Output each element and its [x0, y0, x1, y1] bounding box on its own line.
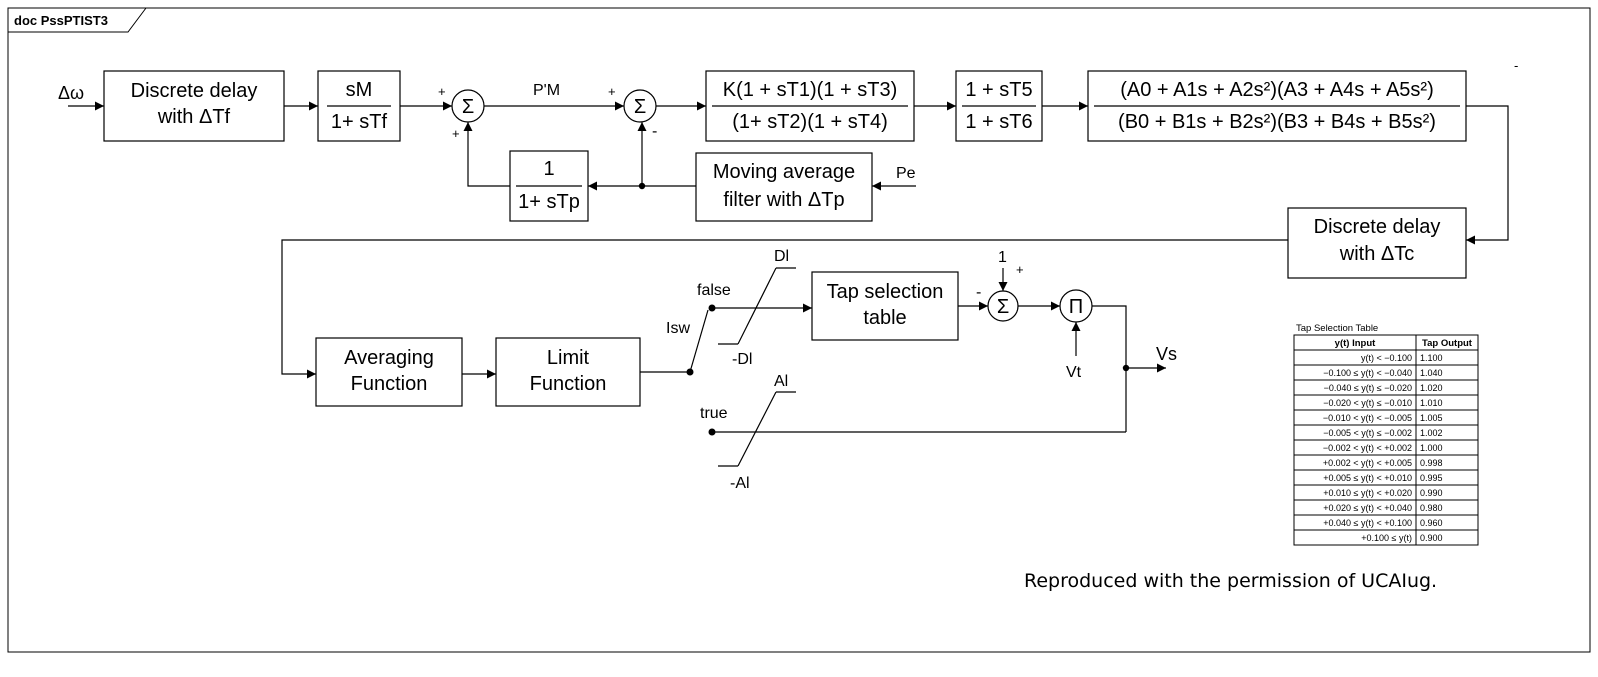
tap-table-cell-output: 0.900 [1420, 533, 1443, 543]
tap-table-title: Tap Selection Table [1296, 323, 1378, 334]
big-tf-den: (B0 + B1s + B2s²)(B3 + B4s + B5s²) [1118, 111, 1436, 133]
tap-sel-line1: Tap selection [827, 281, 944, 303]
isw-label: Isw [666, 320, 690, 337]
tap-selection-table: y(t) Input Tap Output y(t) < −0.100 1.100 −0… [1293, 334, 1479, 546]
big-tf-num: (A0 + A1s + A2s²)(A3 + A4s + A5s²) [1120, 79, 1434, 101]
tap-table-cell-output: 1.002 [1420, 428, 1443, 438]
p-prime-m-label: P'M [533, 82, 560, 99]
limit-line1: Limit [547, 347, 590, 369]
sum2-sigma: Σ [634, 96, 646, 118]
averaging-line1: Averaging [344, 347, 434, 369]
tap-table-cell-input: −0.005 < y(t) ≤ −0.002 [1323, 428, 1412, 438]
tap-table-cell-output: 0.960 [1420, 518, 1443, 528]
tap-table-cell-output: 0.980 [1420, 503, 1443, 513]
vs-label: Vs [1156, 344, 1177, 364]
tf-tp-num: 1 [543, 158, 554, 180]
moving-avg-line1: Moving average [713, 161, 855, 183]
tap-table-cell-input: +0.002 < y(t) < +0.005 [1323, 458, 1412, 468]
tap-table-cell-output: 0.998 [1420, 458, 1443, 468]
tap-table-cell-input: +0.005 ≤ y(t) < +0.010 [1323, 473, 1412, 483]
tap-table-cell-input: −0.100 ≤ y(t) < −0.040 [1323, 368, 1412, 378]
tf-t5-den: 1 + sT6 [965, 111, 1032, 133]
tf-sm-num: sM [346, 79, 373, 101]
al-limiter-slope [737, 391, 777, 467]
tap-table-cell-input: +0.100 ≤ y(t) [1361, 533, 1412, 543]
moving-avg-block [695, 152, 873, 222]
tap-table-cell-input: +0.010 ≤ y(t) < +0.020 [1323, 488, 1412, 498]
delay-c-line2: with ΔTc [1339, 243, 1414, 265]
tap-table-cell-input: −0.010 < y(t) < −0.005 [1323, 413, 1412, 423]
tap-table-cell-output: 1.100 [1420, 353, 1443, 363]
neg-dl-label: -Dl [732, 351, 752, 368]
tap-sel-block [811, 271, 959, 341]
false-label: false [697, 282, 731, 299]
diagram-frame [7, 7, 1591, 653]
sum3-sigma: Σ [997, 296, 1009, 318]
limit-line2: Function [530, 373, 607, 395]
d-omega-label: Δω [58, 83, 84, 103]
tap-table-header-output: Tap Output [1422, 338, 1473, 349]
true-label: true [700, 405, 728, 422]
tap-table-cell-input: y(t) < −0.100 [1361, 353, 1412, 363]
tap-table-cell-output: 1.020 [1420, 383, 1443, 393]
sum1-plus-bottom: + [452, 126, 460, 141]
tf-t5-num: 1 + sT5 [965, 79, 1032, 101]
sum1-sigma: Σ [462, 96, 474, 118]
limit-block [495, 337, 641, 407]
tap-table-header-input: y(t) Input [1335, 338, 1376, 349]
conn-delay-c-to-averaging [281, 239, 1288, 379]
tap-table-cell-input: −0.002 < y(t) < +0.002 [1323, 443, 1412, 453]
sum3-minus: - [976, 284, 981, 301]
dl-limiter-slope [737, 267, 777, 345]
delay-c-block [1287, 207, 1467, 279]
multiplier-pi: Π [1069, 296, 1083, 318]
conn-big-to-delay-c [1466, 105, 1509, 245]
dl-label: Dl [774, 248, 789, 265]
al-label: Al [774, 373, 788, 390]
moving-avg-line2: filter with ΔTp [723, 189, 844, 211]
delay-f-line2: with ΔTf [157, 106, 231, 128]
tap-table-cell-input: −0.040 ≤ y(t) ≤ −0.020 [1324, 383, 1412, 393]
tf-tp-den: 1+ sTp [518, 191, 580, 213]
sum2-plus: + [608, 84, 616, 99]
stray-minus-mark: - [1514, 58, 1518, 73]
neg-al-label: -Al [730, 475, 750, 492]
one-label: 1 [998, 249, 1007, 266]
tap-table-cell-input: −0.020 < y(t) ≤ −0.010 [1323, 398, 1412, 408]
delay-f-line1: Discrete delay [131, 80, 258, 102]
pe-label: Pe [896, 165, 916, 182]
switch-lever [689, 309, 709, 373]
tap-table-cell-output: 1.005 [1420, 413, 1443, 423]
delay-c-line1: Discrete delay [1314, 216, 1441, 238]
tap-table-cell-output: 0.990 [1420, 488, 1443, 498]
conn-tp-to-sum1 [463, 122, 510, 187]
vt-label: Vt [1066, 364, 1082, 381]
sum1-plus-top: + [438, 84, 446, 99]
tap-table-cell-output: 1.040 [1420, 368, 1443, 378]
averaging-block [315, 337, 463, 407]
conn-mult-to-output [1092, 305, 1127, 368]
lead-lag-den: (1+ sT2)(1 + sT4) [732, 111, 888, 133]
lead-lag-num: K(1 + sT1)(1 + sT3) [723, 79, 898, 101]
tap-table-cell-output: 1.010 [1420, 398, 1443, 408]
frame-tab [8, 7, 147, 33]
sum2-minus: - [652, 123, 657, 140]
tap-table-cell-input: +0.020 ≤ y(t) < +0.040 [1323, 503, 1412, 513]
tap-table-cell-input: +0.040 ≤ y(t) < +0.100 [1323, 518, 1412, 528]
averaging-line2: Function [351, 373, 428, 395]
tf-sm-den: 1+ sTf [331, 111, 388, 133]
tap-sel-line2: table [863, 307, 906, 329]
tap-table-cell-output: 1.000 [1420, 443, 1443, 453]
permission-note: Reproduced with the permission of UCAIug… [1024, 570, 1437, 592]
delay-f-block [103, 70, 285, 142]
tap-table-cell-output: 0.995 [1420, 473, 1443, 483]
frame-title: doc PssPTIST3 [14, 13, 108, 28]
sum3-plus: + [1016, 262, 1024, 277]
